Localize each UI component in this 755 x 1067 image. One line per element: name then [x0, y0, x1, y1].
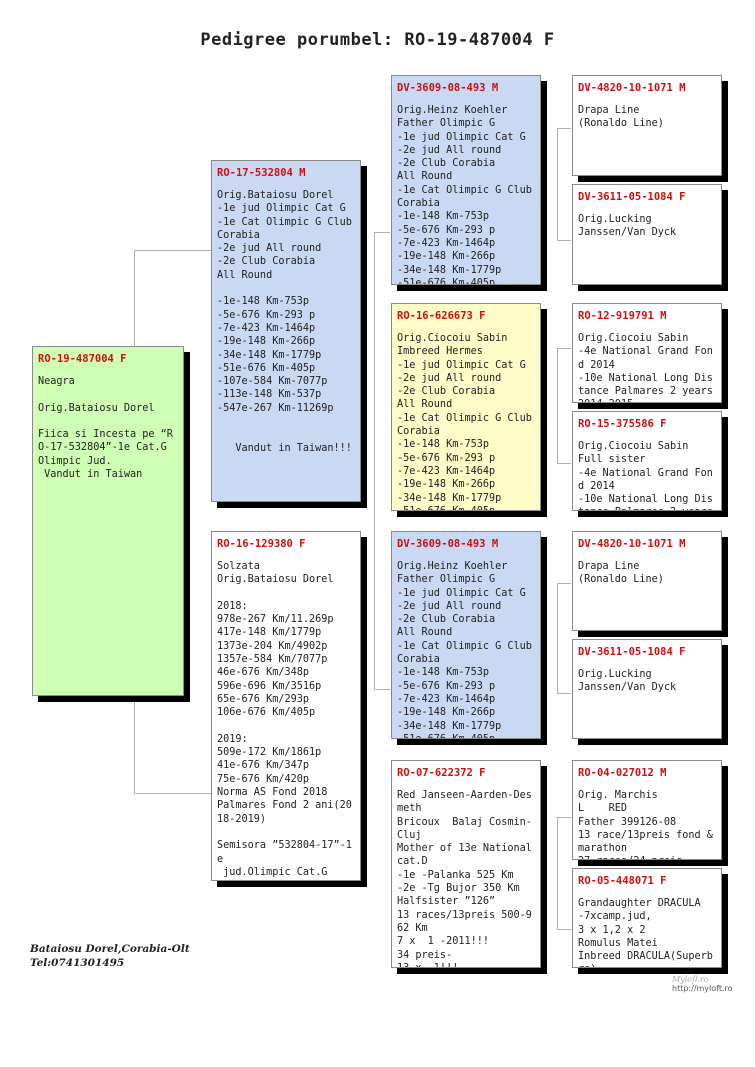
- pigeon-notes: Solzata Orig.Bataiosu Dorel 2018: 978e-2…: [217, 561, 352, 878]
- pigeon-card-sire: RO-17-532804 M Orig.Bataiosu Dorel -1e j…: [211, 160, 361, 502]
- pigeon-card-dam-dam: RO-07-622372 F Red Janseen-Aarden-Desmet…: [391, 760, 541, 968]
- ring-number: RO-17-532804 M: [217, 167, 306, 179]
- ring-number: DV-4820-10-1071 M: [578, 82, 686, 94]
- ring-number: DV-3609-08-493 M: [397, 82, 499, 94]
- breeder-name: Bataiosu Dorel,Corabia-Olt: [30, 943, 190, 955]
- pigeon-notes: Drapa Line (Ronaldo Line): [578, 105, 664, 130]
- pigeon-notes: Grandaughter DRACULA -7xcamp.jud, 3 x 1,…: [578, 898, 713, 967]
- ring-number: RO-12-919791 M: [578, 310, 667, 322]
- pigeon-notes: Orig.Ciocoiu Sabin Full sister -4e Natio…: [578, 441, 713, 510]
- connector-line: [557, 240, 571, 241]
- ring-number: RO-07-622372 F: [397, 767, 486, 779]
- connector-line: [374, 232, 390, 233]
- pigeon-notes: Orig.Heinz Koehler Father Olimpic G -1e …: [397, 561, 532, 738]
- pigeon-card-subject: RO-19-487004 F Neagra Orig.Bataiosu Dore…: [32, 346, 184, 696]
- pigeon-notes: Orig.Lucking Janssen/Van Dyck: [578, 669, 677, 694]
- connector-line: [134, 250, 212, 251]
- connector-line: [557, 693, 571, 694]
- ring-number: DV-4820-10-1071 M: [578, 538, 686, 550]
- connector-line: [557, 128, 558, 240]
- connector-line: [557, 817, 558, 929]
- connector-line: [557, 348, 571, 349]
- connector-line: [374, 689, 390, 690]
- pigeon-card-ggp-2: DV-3611-05-1084 F Orig.Lucking Janssen/V…: [572, 184, 722, 285]
- pigeon-card-sire-sire: DV-3609-08-493 M Orig.Heinz Koehler Fath…: [391, 75, 541, 285]
- connector-line: [374, 232, 375, 689]
- pigeon-card-ggp-1: DV-4820-10-1071 M Drapa Line (Ronaldo Li…: [572, 75, 722, 176]
- ring-number: RO-16-129380 F: [217, 538, 306, 550]
- ring-number: DV-3609-08-493 M: [397, 538, 499, 550]
- breeder-contact: Bataiosu Dorel,Corabia-Olt Tel:074130149…: [30, 942, 190, 970]
- watermark-signature: Mylofl.ro: [672, 975, 709, 984]
- connector-line: [557, 583, 558, 693]
- ring-number: RO-16-626673 F: [397, 310, 486, 322]
- connector-line: [557, 583, 571, 584]
- ring-number: RO-15-375586 F: [578, 418, 667, 430]
- pigeon-notes: Drapa Line (Ronaldo Line): [578, 561, 664, 586]
- pigeon-notes: Orig.Ciocoiu Sabin Imbreed Hermes -1e ju…: [397, 333, 532, 510]
- pigeon-notes: Orig.Bataiosu Dorel -1e jud Olimpic Cat …: [217, 190, 352, 454]
- pigeon-notes: Orig.Ciocoiu Sabin -4e National Grand Fo…: [578, 333, 713, 402]
- connector-line: [557, 128, 571, 129]
- breeder-phone: Tel:0741301495: [30, 957, 125, 969]
- pigeon-card-dam-sire: DV-3609-08-493 M Orig.Heinz Koehler Fath…: [391, 531, 541, 739]
- connector-line: [557, 463, 571, 464]
- page-title: Pedigree porumbel: RO-19-487004 F: [200, 30, 555, 50]
- pigeon-notes: Orig.Heinz Koehler Father Olimpic G -1e …: [397, 105, 532, 285]
- pigeon-card-ggp-5: DV-4820-10-1071 M Drapa Line (Ronaldo Li…: [572, 531, 722, 631]
- pigeon-notes: Red Janseen-Aarden-Desmeth Bricoux Balaj…: [397, 790, 532, 967]
- pigeon-notes: Orig.Lucking Janssen/Van Dyck: [578, 214, 677, 239]
- pigeon-card-ggp-7: RO-04-027012 M Orig. Marchis L RED Fathe…: [572, 760, 722, 860]
- pigeon-card-ggp-6: DV-3611-05-1084 F Orig.Lucking Janssen/V…: [572, 639, 722, 739]
- ring-number: RO-19-487004 F: [38, 353, 127, 365]
- pigeon-card-ggp-4: RO-15-375586 F Orig.Ciocoiu Sabin Full s…: [572, 411, 722, 511]
- watermark: Mylofl.ro http://myloft.ro: [672, 975, 733, 993]
- ring-number: DV-3611-05-1084 F: [578, 191, 686, 203]
- ring-number: RO-04-027012 M: [578, 767, 667, 779]
- watermark-url: http://myloft.ro: [672, 984, 733, 993]
- ring-number: DV-3611-05-1084 F: [578, 646, 686, 658]
- connector-line: [557, 348, 558, 463]
- pigeon-card-dam: RO-16-129380 F Solzata Orig.Bataiosu Dor…: [211, 531, 361, 881]
- pigeon-card-ggp-8: RO-05-448071 F Grandaughter DRACULA -7xc…: [572, 868, 722, 968]
- pigeon-card-sire-dam: RO-16-626673 F Orig.Ciocoiu Sabin Imbree…: [391, 303, 541, 511]
- pigeon-notes: Orig. Marchis L RED Father 399126-08 13 …: [578, 790, 713, 859]
- ring-number: RO-05-448071 F: [578, 875, 667, 887]
- pigeon-card-ggp-3: RO-12-919791 M Orig.Ciocoiu Sabin -4e Na…: [572, 303, 722, 403]
- connector-line: [134, 793, 212, 794]
- connector-line: [557, 929, 571, 930]
- pigeon-notes: Neagra Orig.Bataiosu Dorel Fiica si Ince…: [38, 376, 173, 481]
- connector-line: [557, 817, 571, 818]
